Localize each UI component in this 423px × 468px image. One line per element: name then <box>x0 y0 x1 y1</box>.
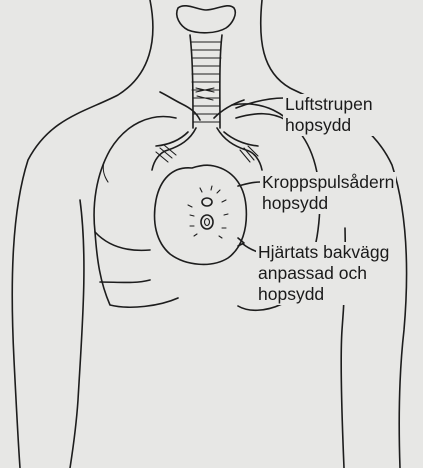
heart-wall-label: Hjärtats bakvägg anpassad och hopsydd <box>256 242 391 305</box>
heart-wall-label-line-3: hopsydd <box>258 284 389 305</box>
aorta-label-line-2: hopsydd <box>262 193 394 214</box>
trachea-label-line-1: Luftstrupen <box>285 94 373 115</box>
trachea-drawing <box>177 6 236 128</box>
heart-wall-label-line-2: anpassad och <box>258 263 389 284</box>
trachea-label-line-2: hopsydd <box>285 115 373 136</box>
aorta-label: Kroppspulsådern hopsydd <box>260 172 396 214</box>
trachea-label: Luftstrupen hopsydd <box>283 94 375 136</box>
aorta-label-line-1: Kroppspulsådern <box>262 172 394 193</box>
heart-drawing <box>155 165 247 264</box>
heart-wall-label-line-1: Hjärtats bakvägg <box>258 242 389 263</box>
body-outline <box>12 0 406 468</box>
